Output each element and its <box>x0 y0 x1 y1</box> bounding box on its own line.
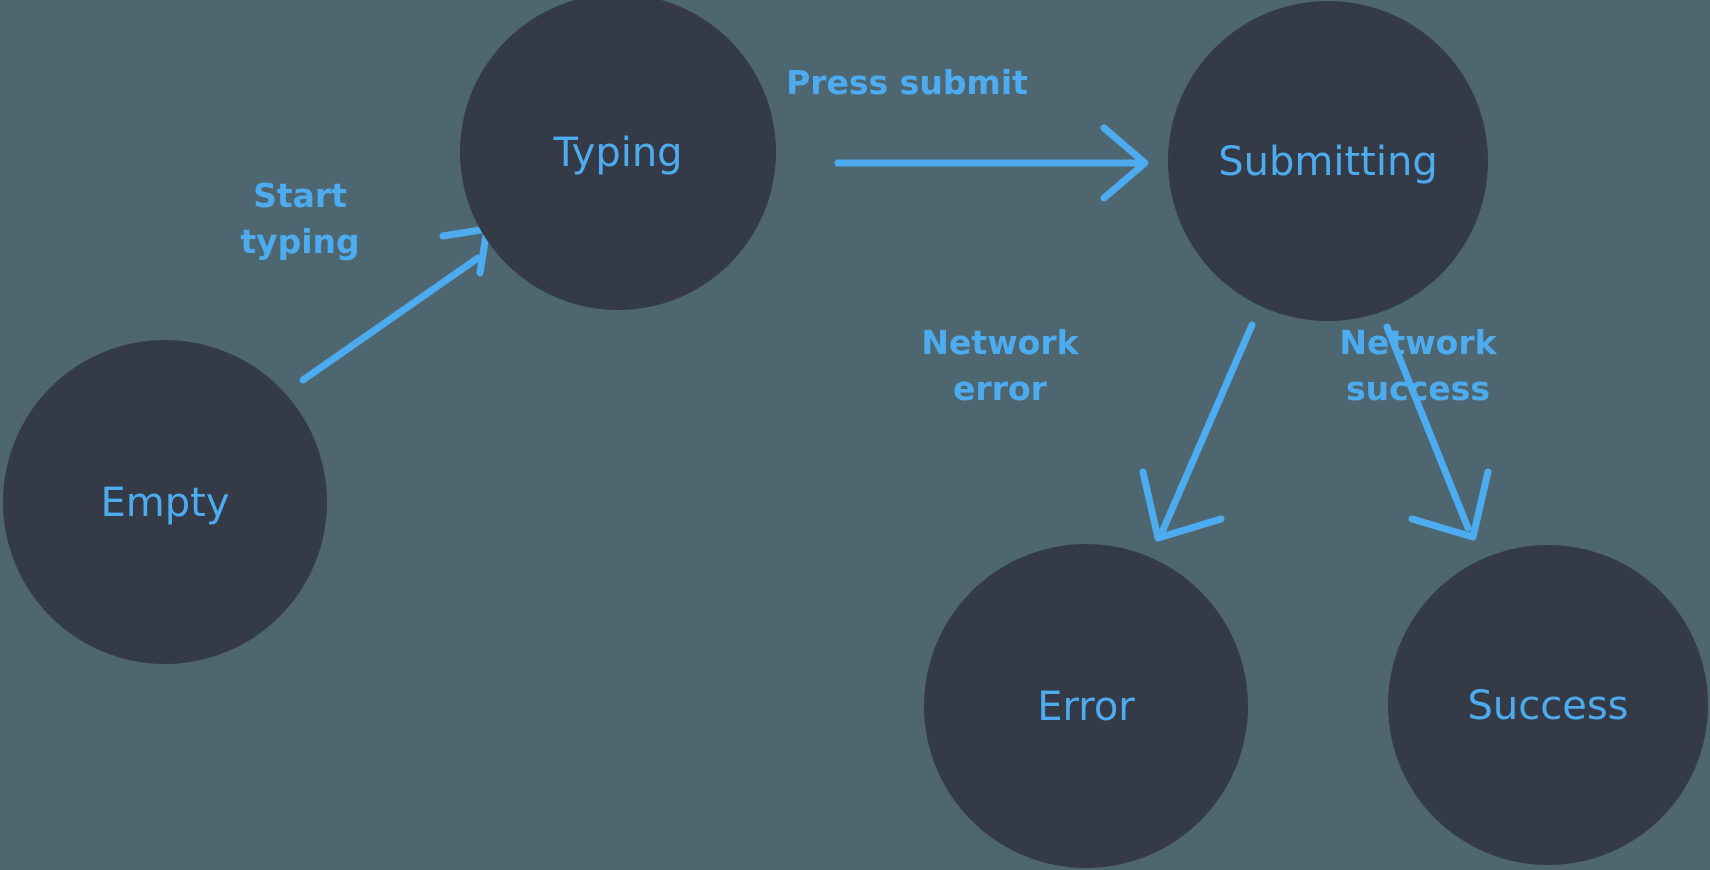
network-success-arrowhead <box>1408 468 1492 541</box>
transition-label-press-submit-line1: Press submit <box>786 63 1028 102</box>
network-success-arrow-line <box>1383 323 1472 532</box>
state-node-submitting[interactable]: Submitting <box>1168 1 1488 321</box>
start-typing-arrow-line <box>299 254 482 384</box>
network-error-arrow-line <box>1159 321 1256 534</box>
state-label-submitting: Submitting <box>1218 139 1437 185</box>
state-label-typing: Typing <box>552 130 682 176</box>
state-label-error: Error <box>1037 684 1135 730</box>
transition-label-start-typing-line1: Start <box>253 176 347 215</box>
state-circle-typing <box>460 0 776 310</box>
state-node-empty[interactable]: Empty <box>3 340 327 664</box>
press-submit-arrowhead <box>1100 124 1149 202</box>
state-circle-error <box>924 544 1248 868</box>
transition-label-start-typing-line2: typing <box>240 222 359 261</box>
transition-start-typing[interactable]: Start typing <box>240 176 491 384</box>
state-circle-empty <box>3 340 327 664</box>
transition-label-network-error-line1: Network <box>921 323 1079 362</box>
state-node-typing[interactable]: Typing <box>460 0 776 310</box>
transition-press-submit[interactable]: Press submit <box>786 63 1149 202</box>
transition-network-success[interactable]: Network success <box>1339 323 1498 541</box>
state-node-success[interactable]: Success <box>1388 545 1708 865</box>
transition-network-error[interactable]: Network error <box>921 321 1256 542</box>
transition-label-network-success-line1: Network <box>1339 323 1497 362</box>
state-label-empty: Empty <box>101 480 230 526</box>
state-node-error[interactable]: Error <box>924 544 1248 868</box>
state-label-success: Success <box>1467 683 1628 729</box>
transition-label-network-success-line2: success <box>1346 369 1490 408</box>
state-circle-submitting <box>1168 1 1488 321</box>
transition-label-network-error-line2: error <box>953 369 1048 408</box>
state-circle-success <box>1388 545 1708 865</box>
network-error-arrowhead <box>1139 468 1225 542</box>
